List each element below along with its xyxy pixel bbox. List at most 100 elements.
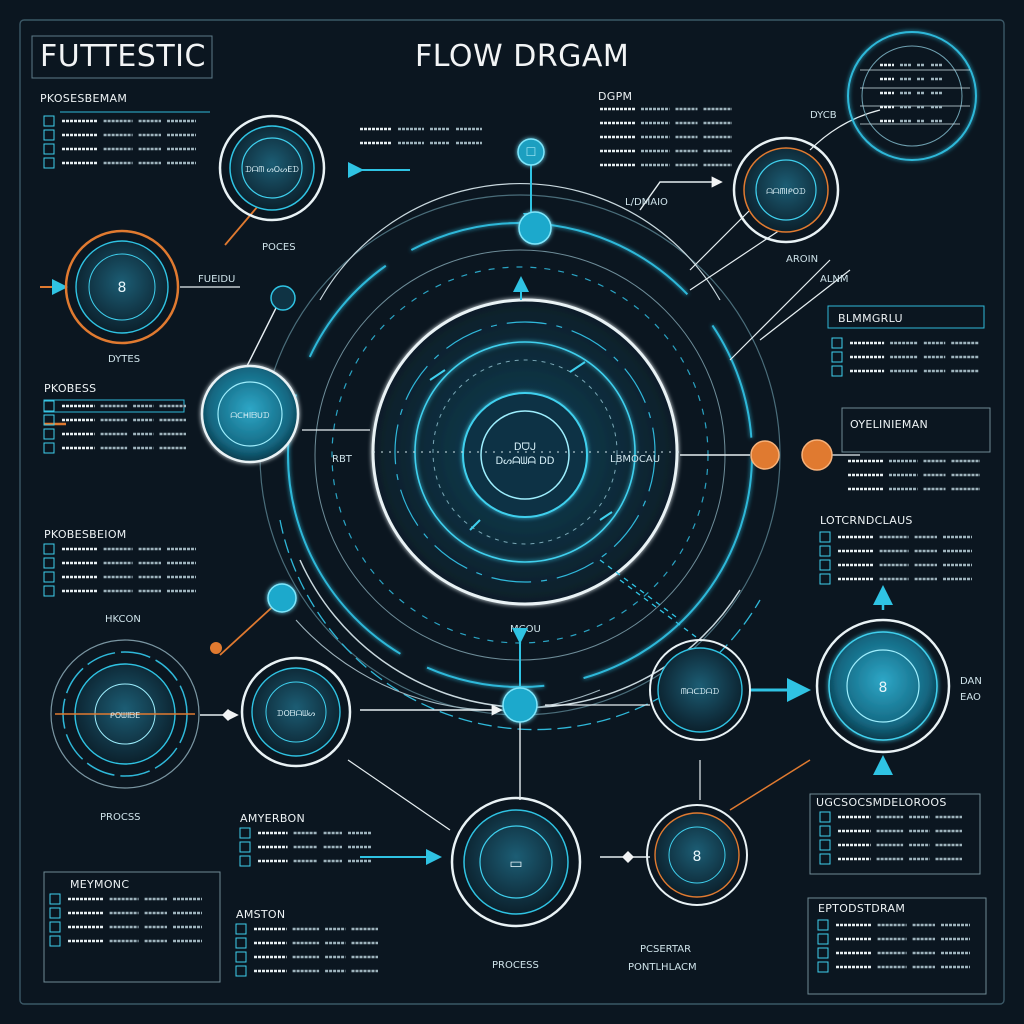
panel-icon <box>43 143 55 155</box>
panel-bottom-left-title: MEYMONC <box>70 878 129 891</box>
panel-icon <box>819 825 831 837</box>
panel-bottom-left: MEYMONC <box>43 871 221 983</box>
panel-icon <box>817 919 829 931</box>
panel-bottom-center-1: AMYERBON <box>240 812 305 825</box>
node-left-mid[interactable]: ᗩᑕᕼIᗷᑌᗪ <box>200 364 300 464</box>
panel-right-4: UGCSOCSMDELOROOS <box>809 793 981 875</box>
panel-icon <box>43 571 55 583</box>
panel-icon <box>819 811 831 823</box>
panel-icon <box>831 351 843 363</box>
label-hkcon: HKCON <box>105 614 141 625</box>
label-lbmocau: LBMOCAU <box>610 454 660 465</box>
panel-icon <box>49 893 61 905</box>
node-bottom-right-text: 8 <box>693 849 702 865</box>
panel-bottom-center-1-title: AMYERBON <box>240 812 305 825</box>
node-right-mid[interactable]: ᗰᗩᑕᗪᗩᗪ <box>649 639 751 741</box>
panel-icon <box>49 921 61 933</box>
panel-top-left: PKOSESBEMAM <box>40 92 210 113</box>
panel-icon <box>235 923 247 935</box>
panel-top-left-title: PKOSESBEMAM <box>40 92 127 105</box>
label-pontlaecom: PONTLHLACM <box>628 962 697 973</box>
top-right-ring-gauge[interactable] <box>847 31 977 161</box>
label-fueteu: FUEIDU <box>198 274 235 285</box>
node-bottom-center[interactable]: ▭ <box>450 796 582 928</box>
panel-text-lines <box>43 63 980 977</box>
panel-icon <box>43 585 55 597</box>
panel-icon <box>817 947 829 959</box>
panel-icon <box>239 841 251 853</box>
label-poces: POCES <box>262 242 296 253</box>
panel-right-1: BLMMGRLU <box>827 305 985 329</box>
label-ego: EAO <box>960 692 981 703</box>
label-ldlmaio: L/DMAIO <box>625 197 668 208</box>
panel-icon <box>43 428 55 440</box>
panel-icon <box>239 827 251 839</box>
label-process-bottom: PROCESS <box>492 960 539 971</box>
node-bottom-left-big-text: ᑭOᗯIᗷE <box>110 711 140 720</box>
panel-icon <box>43 414 55 426</box>
panel-right-3: LOTCRNDCLAUS <box>820 514 913 527</box>
panel-icon <box>819 545 831 557</box>
title-left: FUTTESTIC <box>40 39 206 74</box>
title-main: FLOW DRGAM <box>415 39 629 74</box>
panel-icon <box>819 531 831 543</box>
panel-mid-left: PKOBESBEIOM <box>44 528 127 541</box>
node-bottom-right[interactable]: 8 <box>646 804 748 906</box>
panel-right-4-title: UGCSOCSMDELOROOS <box>816 796 947 809</box>
node-top-left-text: ᗪᗩᗰ ᔕOᔕEᗪ <box>245 165 299 174</box>
title-bar-left <box>31 35 213 79</box>
panel-bottom-center-2: AMSTON <box>236 908 285 921</box>
panel-icon <box>819 839 831 851</box>
node-bottom-center-text: ▭ <box>509 856 522 872</box>
node-left-orange[interactable]: 8 <box>64 229 180 345</box>
label-doan: DAN <box>960 676 982 687</box>
panel-bottom-center-2-title: AMSTON <box>236 908 285 921</box>
node-right-mid-text: ᗰᗩᑕᗪᗩᗪ <box>681 687 720 696</box>
label-aroin: AROIN <box>786 254 818 265</box>
panel-icon <box>239 855 251 867</box>
panel-icon <box>819 573 831 585</box>
panel-icon <box>817 933 829 945</box>
panel-icon <box>43 543 55 555</box>
panel-process-left: PKOBESS <box>43 382 185 426</box>
panel-icon <box>831 365 843 377</box>
panel-right-2: OYELINIEMAN <box>841 407 991 453</box>
panel-icon <box>49 935 61 947</box>
label-process-left: PROCSS <box>100 812 141 823</box>
panel-icon <box>43 400 55 412</box>
panel-icon <box>49 907 61 919</box>
hub-line-1: ᗞᗜᒍ <box>514 442 536 453</box>
panel-icon <box>43 129 55 141</box>
panel-icon <box>235 951 247 963</box>
node-left-mid-text: ᗩᑕᕼIᗷᑌᗪ <box>230 411 269 420</box>
central-hub[interactable]: ᗞᗜᒍ ᗞᔕᗩᗯᗩ ᗞᗞ <box>371 298 680 606</box>
panel-icon <box>43 557 55 569</box>
panel-right-5-title: EPTODSTDRAM <box>818 902 905 915</box>
panel-right-2-title: OYELINIEMAN <box>850 418 928 431</box>
panel-icon <box>43 442 55 454</box>
node-top-right-text: ᗩᗩᗰIᑭOᗪ <box>766 187 806 196</box>
node-top-left[interactable]: ᗪᗩᗰ ᔕOᔕEᗪ <box>218 114 326 222</box>
panel-icon <box>235 965 247 977</box>
panel-top-center-title: DGPM <box>598 90 632 103</box>
node-bottom-left-2[interactable]: ᗪOᗷᗩᗯᔕ <box>240 656 352 768</box>
panel-icon <box>819 559 831 571</box>
panel-icon <box>819 853 831 865</box>
panel-right-3-title: LOTCRNDCLAUS <box>820 514 913 527</box>
label-pcsertar: PCSERTAR <box>640 944 691 955</box>
node-bottom-left-2-text: ᗪOᗷᗩᗯᔕ <box>277 709 315 718</box>
node-right-big[interactable]: 8 <box>815 618 951 754</box>
panel-icon <box>831 337 843 349</box>
junction-nodes: ☐ <box>210 138 833 863</box>
panel-icon <box>43 115 55 127</box>
panel-icon <box>235 937 247 949</box>
panel-right-5: EPTODSTDRAM <box>807 897 987 995</box>
svg-text:☐: ☐ <box>526 145 537 159</box>
node-bottom-left-big[interactable]: ᑭOᗯIᗷE <box>50 639 200 789</box>
connectors <box>40 109 893 865</box>
node-top-right[interactable]: ᗩᗩᗰIᑭOᗪ <box>732 136 840 244</box>
node-right-big-text: 8 <box>879 680 888 696</box>
panel-mid-left-title: PKOBESBEIOM <box>44 528 127 541</box>
outer-frame <box>19 19 1005 1005</box>
